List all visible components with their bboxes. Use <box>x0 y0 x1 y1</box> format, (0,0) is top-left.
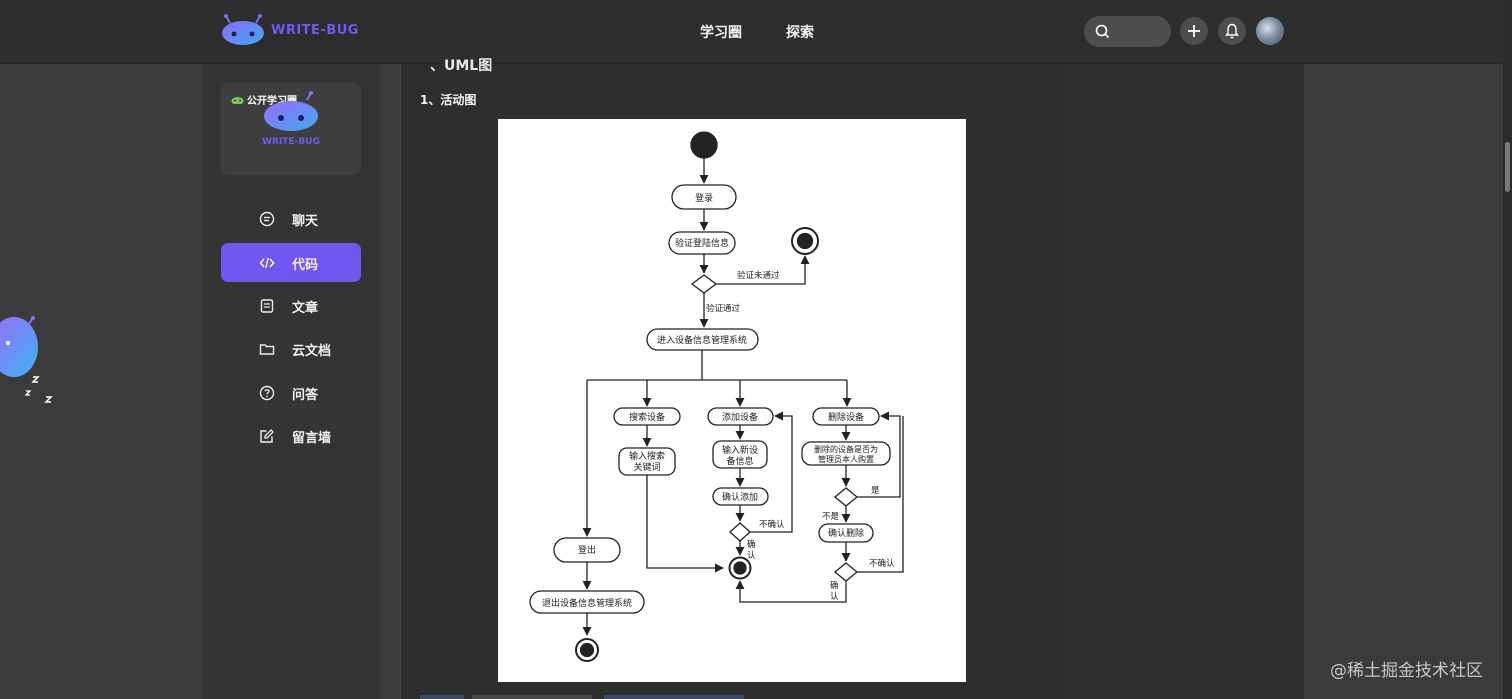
sidebar-item-label: 代码 <box>292 258 319 273</box>
not-confirm-delete-label: 不确认 <box>869 558 895 569</box>
exit-system-label: 退出设备信息管理系统 <box>542 597 632 609</box>
confirm-add-label: 确认添加 <box>722 491 758 503</box>
input-keyword-label-2: 关键词 <box>633 461 660 473</box>
article-icon <box>260 299 274 313</box>
sidebar-item-code[interactable]: 代码 <box>221 243 361 282</box>
delete-label: 删除设备 <box>828 411 864 423</box>
confirm-delete-decision <box>833 562 859 582</box>
add-label: 添加设备 <box>722 411 758 423</box>
subsection-heading: 1、活动图 <box>420 93 477 107</box>
input-new-label-1: 输入新设 <box>722 444 758 456</box>
start-node <box>690 131 718 159</box>
section-heading: 、UML图 <box>430 58 493 74</box>
circle-card[interactable]: 公开学习圈 WRITE-BUG <box>221 83 361 175</box>
confirm-add-edge-label-2: 认 <box>747 550 756 561</box>
chat-icon <box>259 211 275 227</box>
delete-check-label-2: 管理员本人购置 <box>818 454 874 464</box>
delete-check-label-1: 删除的设备是否为 <box>814 444 878 454</box>
write-bug-logo[interactable] <box>220 14 266 46</box>
sidebar-item-label: 问答 <box>292 388 319 403</box>
logout-label: 登出 <box>578 544 596 556</box>
sidebar-item-label: 云文档 <box>292 344 332 359</box>
confirm-delete-edge-label-1: 确 <box>830 580 839 591</box>
input-keyword-label-1: 输入搜索 <box>629 450 665 462</box>
android-icon <box>231 97 244 104</box>
right-panel <box>1065 64 1304 699</box>
code-icon <box>259 257 275 269</box>
next-content-peek <box>420 695 744 699</box>
plus-icon <box>1188 25 1200 37</box>
search-input[interactable] <box>1084 16 1171 47</box>
notifications-button[interactable] <box>1218 17 1246 45</box>
edit-icon <box>260 429 274 443</box>
public-circle-tag: 公开学习圈 <box>231 92 297 107</box>
confirm-delete-edge-label-2: 认 <box>830 591 839 602</box>
enter-system-label: 进入设备信息管理系统 <box>657 334 747 346</box>
verify-label: 验证登陆信息 <box>675 237 729 249</box>
create-button[interactable] <box>1180 17 1208 45</box>
verify-pass-label: 验证通过 <box>706 303 741 314</box>
card-brand: WRITE-BUG <box>262 137 320 147</box>
activity-diagram: 登录 验证登陆信息 进入设备信息管理系统 搜索设备 添加设备 删除设备 输入搜索… <box>498 119 966 682</box>
input-new-label-2: 备信息 <box>726 455 753 467</box>
brand-name[interactable]: WRITE-BUG <box>271 23 359 38</box>
top-bar: WRITE-BUG 学习圈 探索 <box>0 0 1512 64</box>
sidebar-item-label: 文章 <box>292 301 319 316</box>
nav-study-circle[interactable]: 学习圈 <box>700 25 742 41</box>
sidebar-item-message-wall[interactable]: 留言墙 <box>221 416 361 455</box>
confirm-add-decision <box>729 522 751 542</box>
sidebar-item-articles[interactable]: 文章 <box>221 286 361 325</box>
public-circle-label: 公开学习圈 <box>247 96 297 107</box>
search-label: 搜索设备 <box>629 411 665 423</box>
sidebar-item-label: 留言墙 <box>292 431 332 446</box>
yes-label: 是 <box>871 486 880 496</box>
watermark: @稀土掘金技术社区 <box>1330 661 1483 681</box>
nav-explore[interactable]: 探索 <box>786 25 814 41</box>
confirm-delete-label: 确认删除 <box>828 527 864 539</box>
verify-decision <box>690 274 718 294</box>
user-avatar[interactable] <box>1256 17 1284 45</box>
robot-logo-icon <box>264 91 318 131</box>
delete-decision <box>833 487 859 507</box>
sidebar-item-qa[interactable]: 问答 <box>221 373 361 412</box>
sidebar-item-label: 聊天 <box>292 214 319 229</box>
folder-icon <box>259 344 275 355</box>
no-label: 不是 <box>822 512 840 522</box>
not-confirm-add-label: 不确认 <box>759 519 785 530</box>
question-icon <box>259 385 275 401</box>
mascot-illustration <box>0 316 53 403</box>
confirm-add-edge-label-1: 确 <box>747 539 756 550</box>
scrollbar-thumb[interactable] <box>1505 142 1510 192</box>
sidebar-item-chat[interactable]: 聊天 <box>221 199 361 238</box>
verify-node <box>668 231 736 255</box>
verify-fail-label: 验证未通过 <box>737 270 780 281</box>
search-icon <box>1095 24 1110 39</box>
login-label: 登录 <box>695 193 713 204</box>
sidebar-item-cloud-docs[interactable]: 云文档 <box>221 329 361 368</box>
page-scrollbar[interactable] <box>1503 0 1512 699</box>
bell-icon <box>1225 23 1239 39</box>
